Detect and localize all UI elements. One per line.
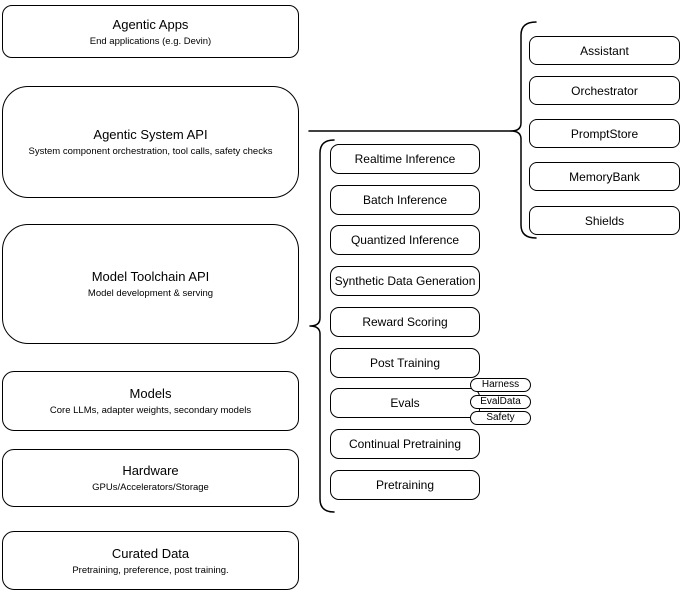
box-agentic-apps: Agentic Apps End applications (e.g. Devi… xyxy=(2,5,299,58)
quantized-inference-label: Quantized Inference xyxy=(350,233,460,247)
models-title: Models xyxy=(129,386,172,401)
harness-label: Harness xyxy=(481,379,520,390)
assistant-label: Assistant xyxy=(580,43,629,58)
box-orchestrator: Orchestrator xyxy=(529,76,680,105)
tag-evaldata: EvalData xyxy=(470,395,531,409)
box-evals: Evals xyxy=(330,388,480,418)
orchestrator-label: Orchestrator xyxy=(571,83,638,98)
tag-safety: Safety xyxy=(470,411,531,425)
agentic-apps-subtitle: End applications (e.g. Devin) xyxy=(89,35,212,47)
synthetic-data-generation-label: Synthetic Data Generation xyxy=(334,274,476,288)
box-memorybank: MemoryBank xyxy=(529,162,680,191)
box-post-training: Post Training xyxy=(330,348,480,378)
pretraining-label: Pretraining xyxy=(375,478,435,492)
box-pretraining: Pretraining xyxy=(330,470,480,500)
post-training-label: Post Training xyxy=(369,356,441,370)
agentic-system-api-subtitle: System component orchestration, tool cal… xyxy=(28,146,273,157)
evaldata-label: EvalData xyxy=(480,396,521,407)
box-reward-scoring: Reward Scoring xyxy=(330,307,480,337)
batch-inference-label: Batch Inference xyxy=(362,193,448,207)
box-hardware: Hardware GPUs/Accelerators/Storage xyxy=(2,449,299,507)
continual-pretraining-label: Continual Pretraining xyxy=(348,437,462,451)
box-model-toolchain-api: Model Toolchain API Model development & … xyxy=(2,224,299,344)
toolchain-brace xyxy=(309,139,335,513)
box-quantized-inference: Quantized Inference xyxy=(330,225,480,255)
box-realtime-inference: Realtime Inference xyxy=(330,144,480,174)
hardware-subtitle: GPUs/Accelerators/Storage xyxy=(92,482,209,493)
model-toolchain-api-subtitle: Model development & serving xyxy=(87,288,214,299)
reward-scoring-label: Reward Scoring xyxy=(362,315,448,329)
box-synthetic-data-generation: Synthetic Data Generation xyxy=(330,266,480,296)
box-curated-data: Curated Data Pretraining, preference, po… xyxy=(2,531,299,590)
promptstore-label: PromptStore xyxy=(570,126,639,141)
evals-label: Evals xyxy=(390,396,420,410)
box-batch-inference: Batch Inference xyxy=(330,185,480,215)
model-toolchain-api-title: Model Toolchain API xyxy=(91,269,210,284)
box-assistant: Assistant xyxy=(529,36,680,65)
models-subtitle: Core LLMs, adapter weights, secondary mo… xyxy=(49,405,252,416)
agentic-system-api-title: Agentic System API xyxy=(93,127,208,142)
tag-harness: Harness xyxy=(470,378,531,392)
hardware-title: Hardware xyxy=(122,463,179,478)
curated-data-title: Curated Data xyxy=(111,545,190,561)
realtime-inference-label: Realtime Inference xyxy=(354,152,456,166)
agentic-apps-title: Agentic Apps xyxy=(112,16,189,32)
box-agentic-system-api: Agentic System API System component orch… xyxy=(2,86,299,198)
box-models: Models Core LLMs, adapter weights, secon… xyxy=(2,371,299,431)
shields-label: Shields xyxy=(584,213,625,228)
curated-data-subtitle: Pretraining, preference, post training. xyxy=(72,564,229,576)
memorybank-label: MemoryBank xyxy=(569,169,640,184)
box-continual-pretraining: Continual Pretraining xyxy=(330,429,480,459)
safety-label: Safety xyxy=(486,412,515,423)
box-promptstore: PromptStore xyxy=(529,119,680,148)
box-shields: Shields xyxy=(529,206,680,235)
